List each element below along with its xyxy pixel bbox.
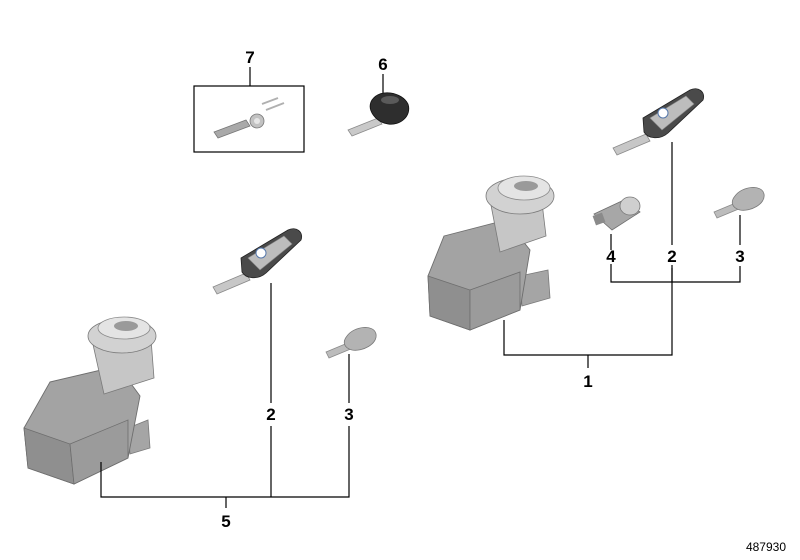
callout-4: 4: [606, 247, 616, 266]
part-2-remote-key-upper: [612, 88, 705, 245]
part-2-remote-key-lower: [212, 228, 303, 403]
part-3-mechanical-key-upper: [713, 187, 765, 245]
part-3-mechanical-key-lower: [325, 327, 377, 403]
callout-5: 5: [221, 512, 230, 531]
part-5-ignition-lock: [23, 316, 157, 485]
bracket-4-2-3: [610, 264, 741, 283]
callout-2-lower: 2: [266, 405, 275, 424]
callout-3-lower: 3: [344, 405, 353, 424]
part-7-repair-kit: [193, 67, 305, 153]
callout-6: 6: [378, 55, 387, 74]
callout-2-upper: 2: [667, 247, 676, 266]
reference-number: 487930: [746, 540, 786, 554]
part-4-lock-cylinder: [592, 196, 641, 250]
callout-3-upper: 3: [735, 247, 744, 266]
callout-1: 1: [583, 372, 592, 391]
part-1-ignition-lock: [427, 175, 673, 356]
part-6-key-blank: [347, 74, 410, 137]
callout-7: 7: [245, 48, 254, 67]
bracket-5: [100, 426, 350, 498]
